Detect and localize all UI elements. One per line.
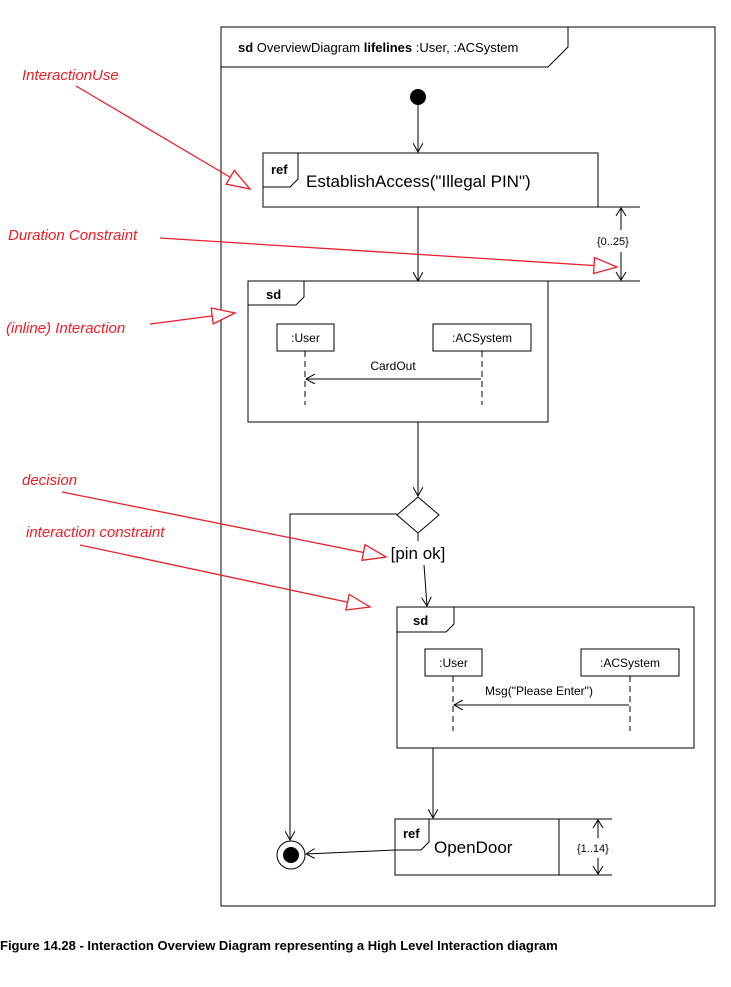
final-node [276, 840, 306, 870]
ref-open-door: ref OpenDoor [394, 818, 560, 876]
duration-constraint-1: {0..25} [548, 206, 640, 282]
sd1-message-label: CardOut [370, 359, 416, 373]
annotation-arrow-inline-interaction [149, 307, 237, 325]
annotation-interaction-constraint: interaction constraint [26, 524, 165, 541]
sd1-lifeline-acsystem-box [432, 323, 532, 352]
annotation-interaction-use: InteractionUse [22, 67, 119, 84]
annotation-arrow-interaction-use [75, 85, 252, 191]
duration-constraint-2: {1..14} [559, 818, 612, 876]
sd-inline-interaction-1: sd :User :ACSystem CardOut [247, 280, 549, 423]
interaction-overview-diagram: sd OverviewDiagram lifelines :User, :ACS… [6, 26, 716, 907]
sd1-lifeline-user-label: :User [291, 331, 320, 345]
ref-open-tag: ref [403, 826, 420, 841]
ref-establish-text: EstablishAccess("Illegal PIN") [306, 172, 531, 191]
annotations: InteractionUse Duration Constraint (inli… [6, 67, 619, 611]
initial-node [410, 89, 426, 105]
duration-1-label: {0..25} [597, 236, 629, 248]
flow-decision-to-final [290, 513, 397, 840]
flow-ref-open-to-final [306, 850, 396, 854]
sd1-lifeline-acsystem-label: :ACSystem [452, 331, 512, 345]
sd-inline-interaction-2: sd :User :ACSystem Msg("Please Enter") [396, 606, 695, 749]
duration-2-label: {1..14} [577, 843, 609, 855]
sd2-lifeline-user-label: :User [439, 656, 468, 670]
sd2-lifeline-user-box [424, 648, 483, 677]
annotation-inline-interaction: (inline) Interaction [6, 320, 125, 337]
flow-guard-to-sd2 [424, 564, 427, 606]
sd2-lifeline-acsystem-label: :ACSystem [600, 656, 660, 670]
ref-establish-access: ref EstablishAccess("Illegal PIN") [262, 152, 599, 208]
guard-pin-ok: [pin ok] [391, 544, 446, 563]
annotation-decision: decision [22, 472, 77, 489]
annotation-arrow-interaction-constraint [79, 544, 372, 611]
annotation-duration-constraint: Duration Constraint [8, 227, 138, 244]
annotation-arrow-duration-constraint [159, 237, 619, 275]
decision-node [396, 496, 440, 534]
ref-open-text: OpenDoor [434, 838, 513, 857]
annotation-arrow-decision [61, 491, 388, 562]
sd1-tag: sd [266, 287, 281, 302]
sd2-message-label: Msg("Please Enter") [485, 684, 593, 698]
frame-header: sd OverviewDiagram lifelines :User, :ACS… [238, 40, 518, 55]
figure-caption: Figure 14.28 - Interaction Overview Diag… [0, 938, 558, 953]
sd1-lifeline-user-box [276, 323, 335, 352]
sd2-tag: sd [413, 613, 428, 628]
outer-frame: sd OverviewDiagram lifelines :User, :ACS… [220, 26, 716, 907]
ref-tag: ref [271, 162, 288, 177]
